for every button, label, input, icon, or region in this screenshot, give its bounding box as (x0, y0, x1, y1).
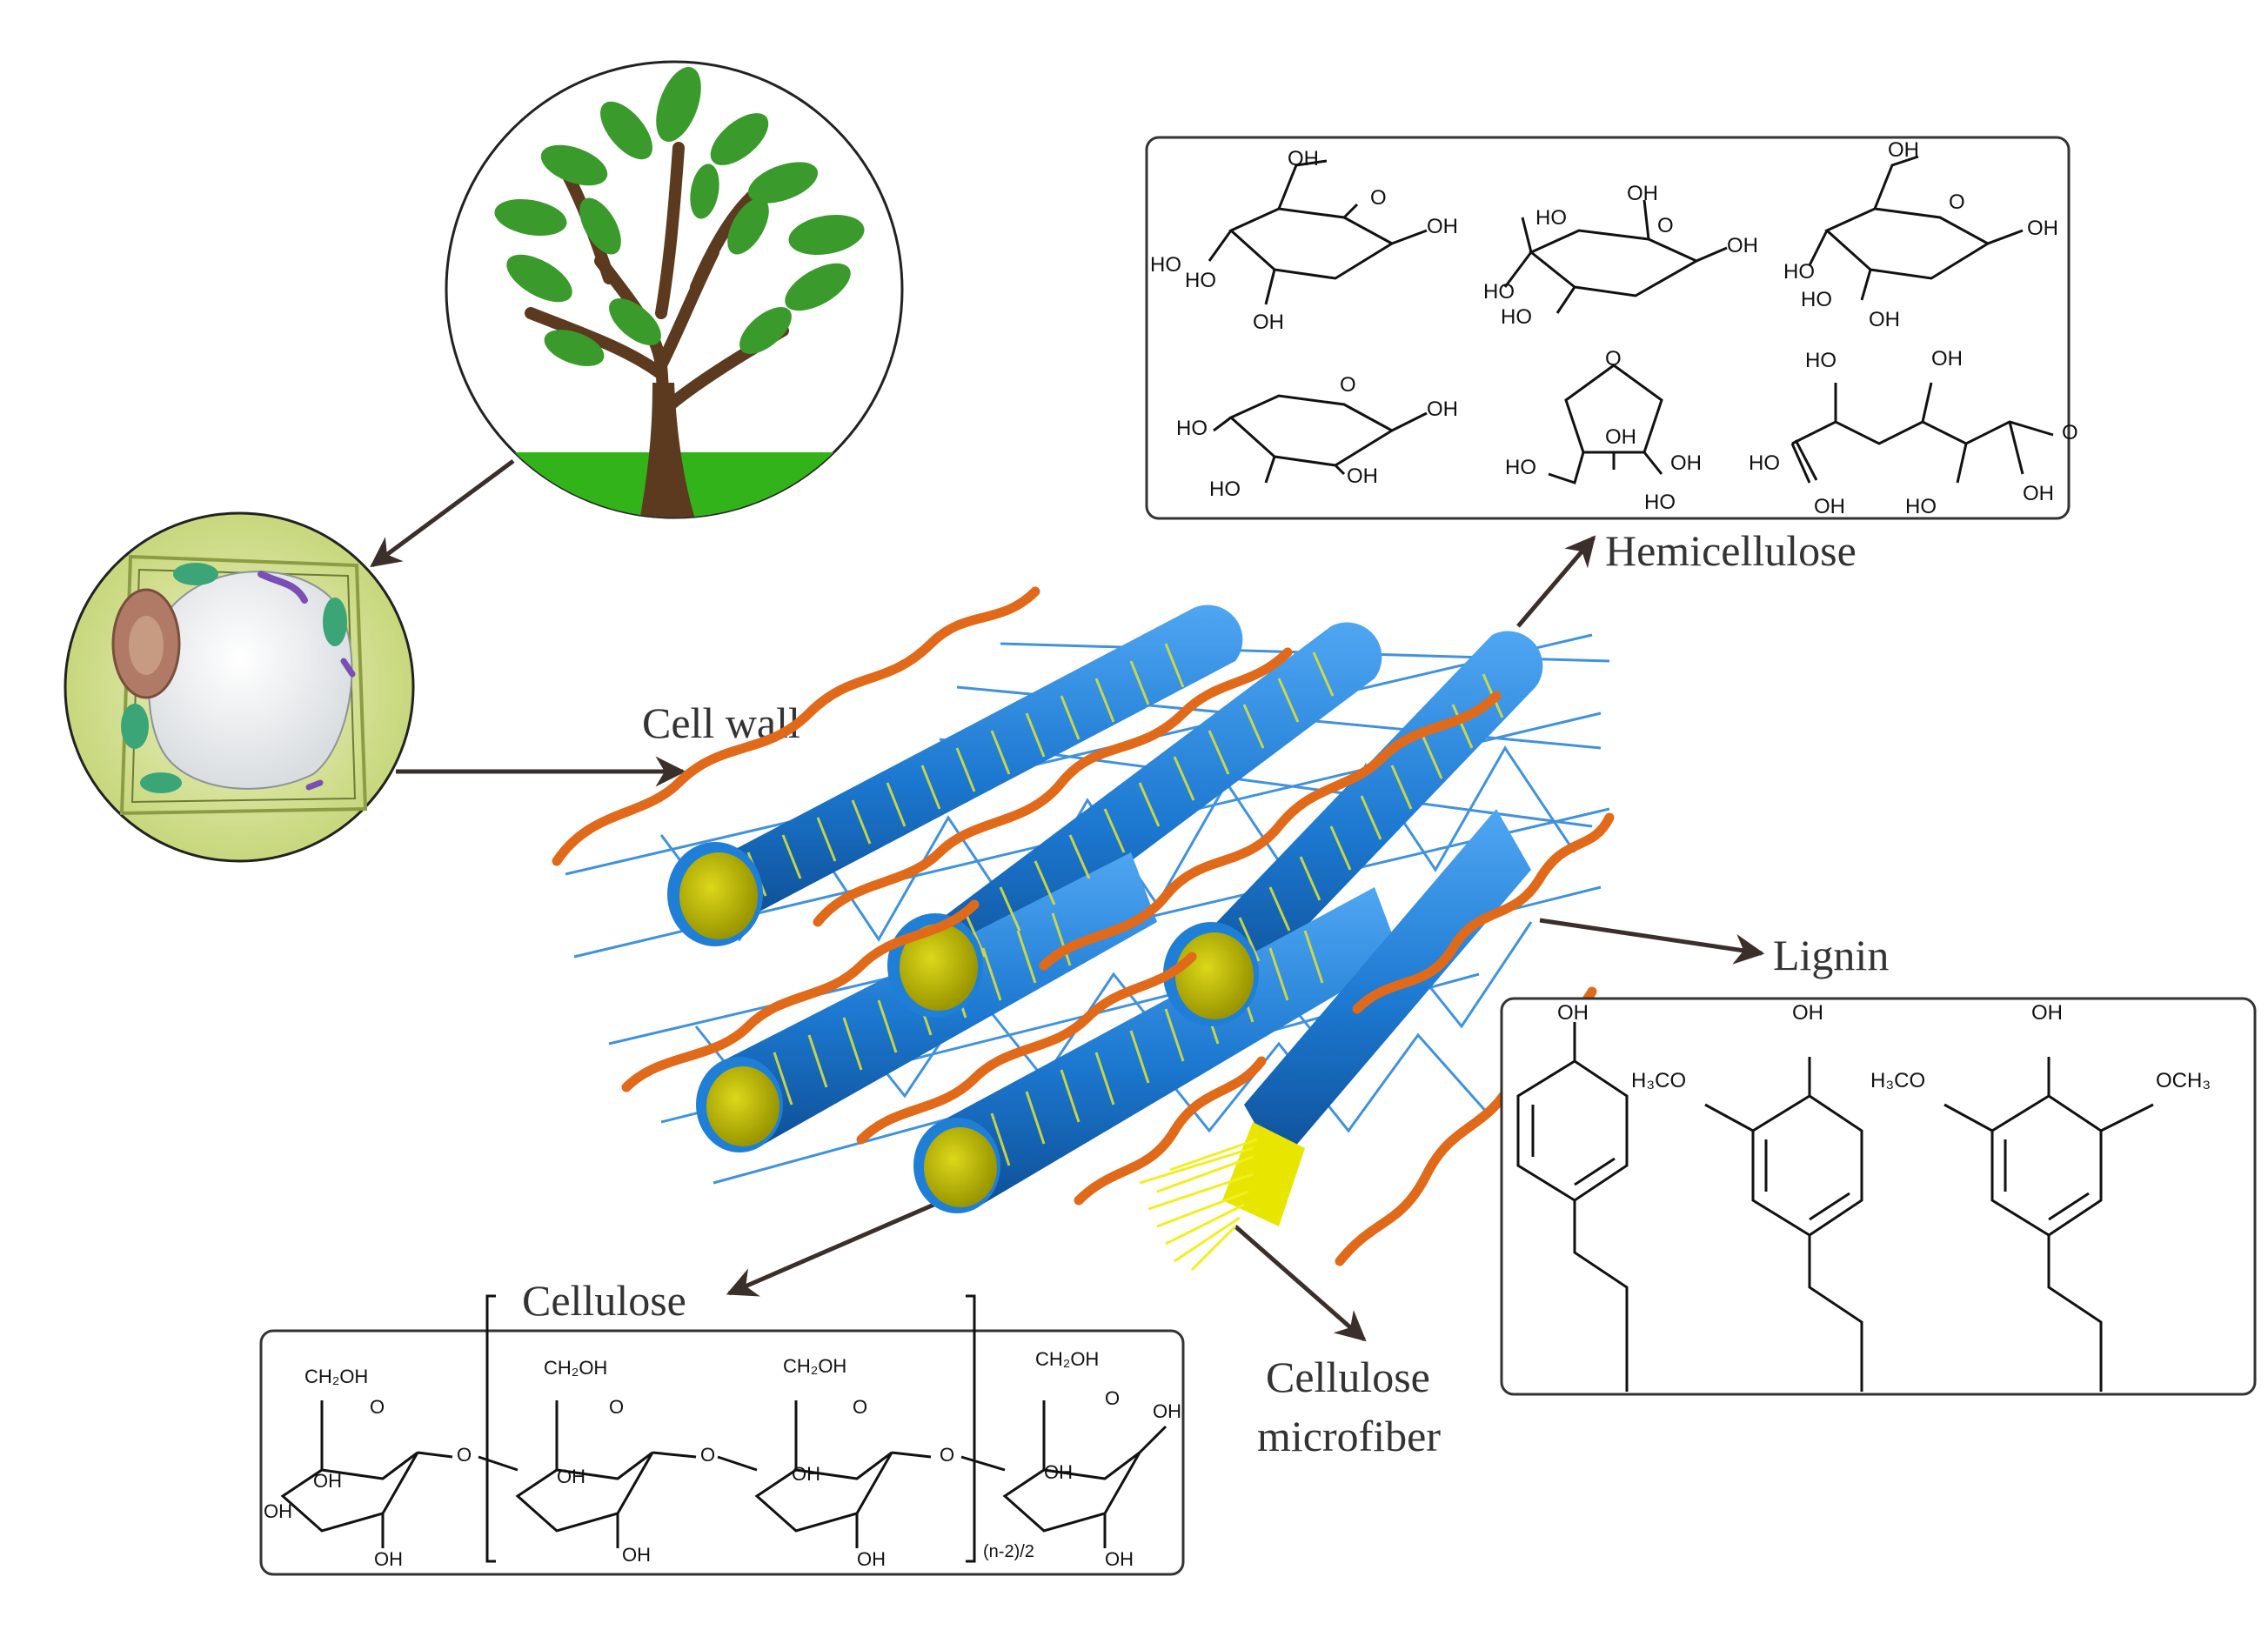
svg-text:O: O (700, 1444, 715, 1466)
tree-icon (445, 60, 904, 519)
svg-text:OH: OH (1427, 397, 1458, 421)
svg-text:OH: OH (1814, 495, 1845, 518)
svg-text:OH: OH (792, 1463, 820, 1485)
svg-text:OH: OH (2027, 217, 2058, 240)
svg-text:O: O (853, 1396, 867, 1418)
svg-text:OH: OH (1044, 1461, 1073, 1483)
svg-text:HO: HO (1505, 456, 1536, 479)
arrow-to-lignin (1539, 918, 1765, 965)
svg-text:O: O (1949, 190, 1965, 214)
svg-text:OH: OH (2031, 1001, 2063, 1025)
svg-text:OH: OH (2023, 482, 2054, 505)
arrow-to-microfiber (1234, 1225, 1367, 1342)
arrow-to-hemicellulose (1516, 535, 1596, 628)
svg-text:O: O (1105, 1387, 1120, 1409)
svg-text:OH: OH (1153, 1400, 1181, 1422)
svg-text:O: O (1370, 186, 1387, 210)
label-cellulose: Cellulose (522, 1276, 686, 1325)
svg-text:OH: OH (1727, 234, 1758, 257)
arrows (370, 458, 1765, 1342)
svg-text:OH: OH (1347, 464, 1378, 488)
svg-text:HO: HO (1801, 288, 1832, 311)
svg-text:HO: HO (1176, 417, 1208, 440)
svg-text:HO: HO (1150, 253, 1181, 277)
svg-text:HO: HO (1644, 491, 1676, 514)
label-microfiber-line1: Cellulose (1266, 1353, 1430, 1401)
svg-text:O: O (1340, 373, 1356, 397)
svg-text:CH₂OH: CH₂OH (304, 1366, 368, 1387)
svg-text:OH: OH (1605, 425, 1636, 449)
svg-text:OH: OH (1427, 215, 1458, 238)
svg-text:HO: HO (1905, 495, 1937, 518)
svg-text:OH: OH (1869, 308, 1900, 331)
svg-text:OH: OH (374, 1548, 403, 1570)
svg-text:HO: HO (1749, 451, 1780, 475)
svg-text:OH: OH (622, 1544, 651, 1566)
cell-wall-structure (552, 586, 1615, 1272)
arrow-tree-to-cell (370, 458, 515, 568)
svg-text:CH₂OH: CH₂OH (1035, 1348, 1099, 1370)
svg-text:HO: HO (1209, 478, 1241, 501)
svg-text:H₃CO: H₃CO (1631, 1069, 1686, 1092)
microfiber-bundle (1139, 1122, 1305, 1272)
svg-text:OH: OH (1253, 311, 1284, 334)
arrow-to-cellulose (726, 1198, 945, 1297)
svg-text:OH: OH (557, 1466, 585, 1487)
svg-text:O: O (2062, 421, 2078, 444)
svg-text:OH: OH (264, 1500, 292, 1522)
svg-text:O: O (940, 1444, 954, 1466)
svg-text:HO: HO (1501, 305, 1532, 329)
label-hemicellulose: Hemicellulose (1605, 526, 1857, 575)
label-microfiber-line2: microfiber (1257, 1412, 1441, 1460)
svg-text:OH: OH (1105, 1548, 1134, 1570)
svg-text:HO: HO (1805, 349, 1836, 372)
svg-text:OH: OH (1557, 1001, 1589, 1025)
svg-text:HO: HO (1185, 269, 1216, 292)
label-lignin: Lignin (1773, 931, 1889, 979)
svg-text:OH: OH (1931, 347, 1963, 371)
svg-text:O: O (370, 1396, 385, 1418)
svg-text:(n-2)/2: (n-2)/2 (983, 1542, 1034, 1561)
svg-text:OH: OH (1627, 182, 1658, 205)
svg-text:O: O (1657, 214, 1674, 237)
lignin-structures-panel: OH OH H₃CO OH H₃CO OCH₃ (1500, 997, 2257, 1396)
svg-text:OH: OH (1888, 138, 1919, 162)
svg-text:CH₂OH: CH₂OH (544, 1357, 607, 1379)
svg-text:O: O (609, 1396, 624, 1418)
lignin-chains (552, 586, 1615, 1266)
svg-text:HO: HO (1535, 206, 1567, 230)
svg-text:OH: OH (1288, 147, 1319, 170)
svg-text:H₃CO: H₃CO (1870, 1069, 1925, 1092)
svg-text:CH₂OH: CH₂OH (783, 1355, 846, 1377)
svg-text:OH: OH (1670, 451, 1702, 475)
svg-text:HO: HO (1783, 260, 1815, 284)
cellulose-fibrils-lower (722, 809, 1531, 1209)
svg-text:HO: HO (1483, 280, 1515, 304)
svg-text:OH: OH (313, 1470, 342, 1492)
svg-text:OH: OH (1792, 1001, 1823, 1025)
plant-cell-icon (64, 511, 415, 863)
svg-text:O: O (1605, 347, 1622, 371)
svg-text:OH: OH (857, 1548, 886, 1570)
svg-text:O: O (457, 1444, 472, 1466)
svg-text:OCH₃: OCH₃ (2156, 1069, 2211, 1092)
